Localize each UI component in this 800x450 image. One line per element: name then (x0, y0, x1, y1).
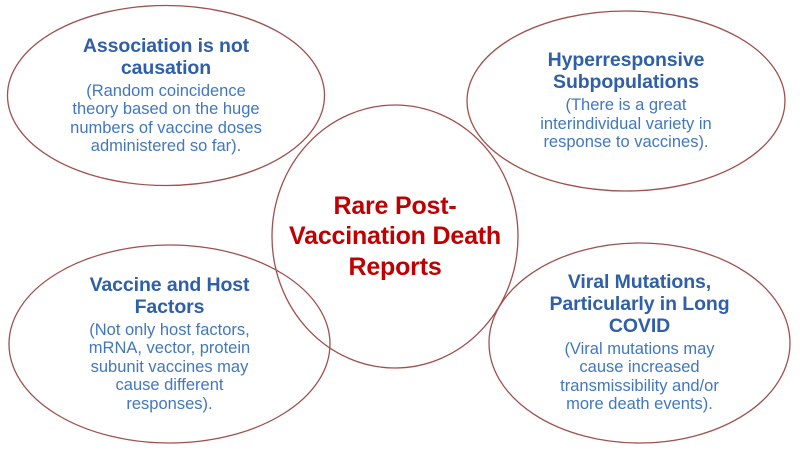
ellipse-association-is-not-causation[interactable] (6, 4, 326, 187)
node-description-vaccine-and-host-factors: (Not only host factors, mRNA, vector, pr… (88, 320, 251, 413)
node-vaccine-and-host-factors[interactable]: Vaccine and Host Factors (Not only host … (9, 245, 330, 443)
node-title-hyperresponsive-subpopulations: Hyperresponsive Subpopulations (547, 49, 705, 94)
node-viral-mutations-long-covid[interactable]: Viral Mutations, Particularly in Long CO… (489, 243, 790, 443)
node-association-is-not-causation[interactable]: Association is not causation (Random coi… (7, 5, 325, 187)
node-description-viral-mutations-long-covid: (Viral mutations may cause increased tra… (560, 339, 719, 414)
node-title-association-is-not-causation: Association is not causation (82, 35, 250, 80)
ellipse-viral-mutations-long-covid[interactable] (488, 242, 791, 444)
node-title-vaccine-and-host-factors: Vaccine and Host Factors (89, 274, 250, 318)
node-description-hyperresponsive-subpopulations: (There is a great interindividual variet… (540, 96, 712, 152)
center-node-title: Rare Post- Vaccination Death Reports (289, 191, 501, 281)
ellipse-center-rare-post-vaccination-death-reports[interactable] (271, 104, 519, 369)
node-center-rare-post-vaccination-death-reports[interactable]: Rare Post- Vaccination Death Reports (272, 105, 518, 368)
node-hyperresponsive-subpopulations[interactable]: Hyperresponsive Subpopulations (There is… (467, 10, 785, 192)
ellipse-hyperresponsive-subpopulations[interactable] (466, 10, 786, 192)
node-description-association-is-not-causation: (Random coincidence theory based on the … (70, 81, 262, 156)
ellipse-vaccine-and-host-factors[interactable] (8, 244, 331, 444)
node-title-viral-mutations-long-covid: Viral Mutations, Particularly in Long CO… (549, 271, 730, 337)
